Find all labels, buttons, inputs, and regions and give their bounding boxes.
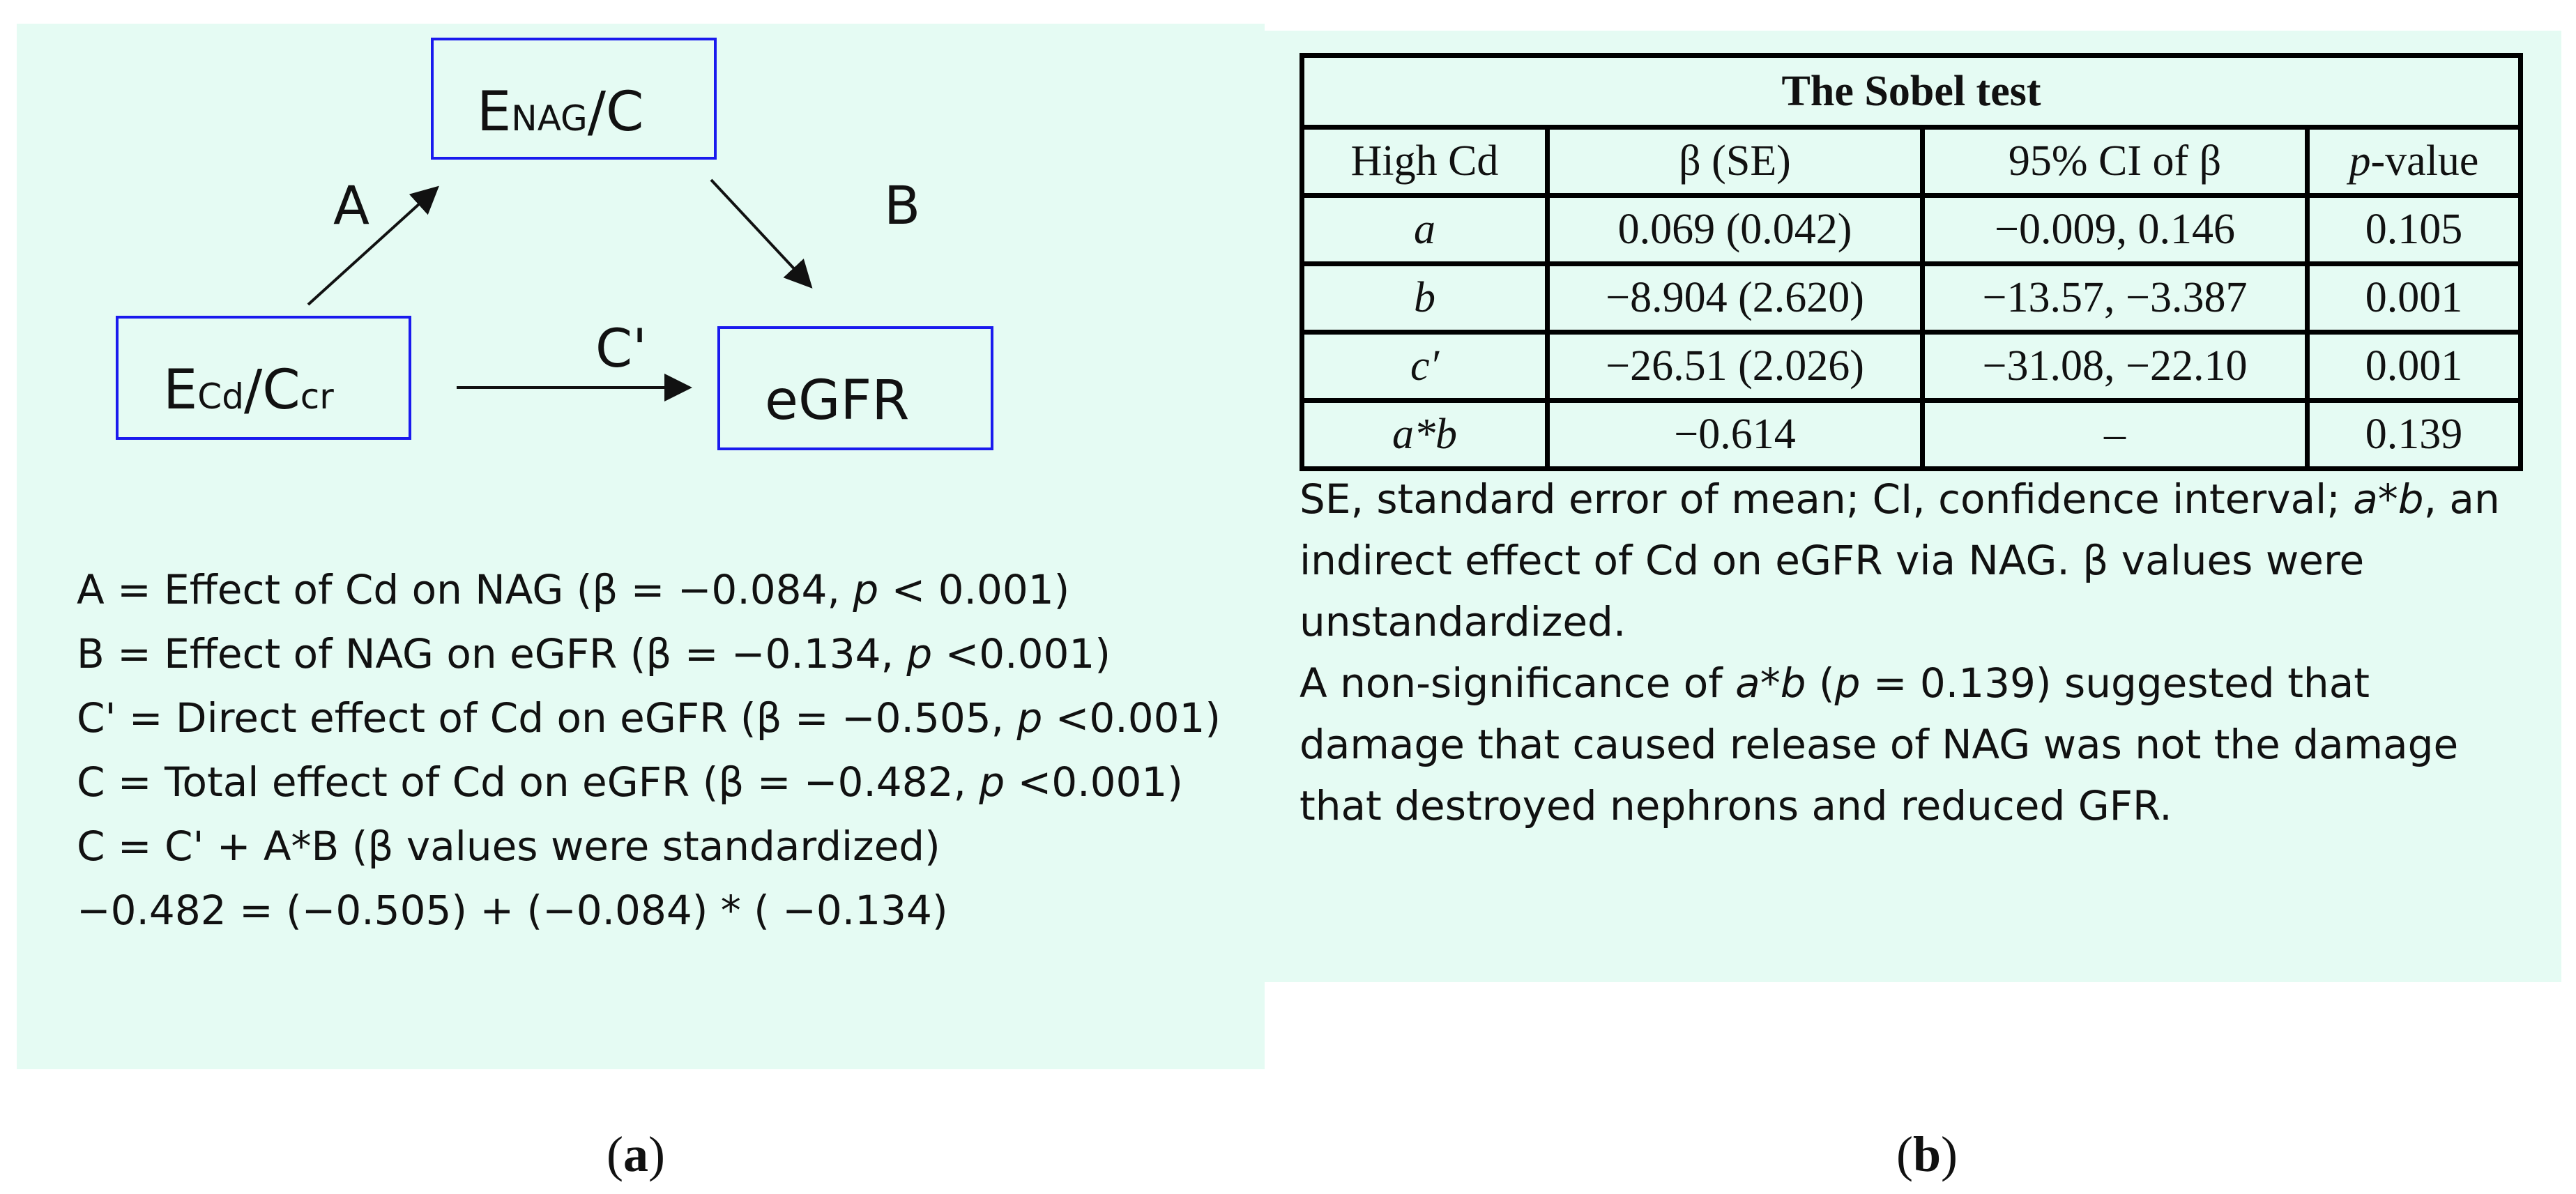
header-p-value: p-value [2305, 125, 2523, 198]
table-header-row: High Cd β (SE) 95% CI of β p-value [1300, 125, 2523, 198]
node-egfr: eGFR [717, 326, 993, 450]
row-label: c′ [1300, 330, 1550, 403]
cell-ci: −0.009, 0.146 [1920, 193, 2310, 266]
edge-label-b: B [884, 174, 921, 236]
edge-label-a: A [333, 174, 369, 236]
note-line: C' = Direct effect of Cd on eGFR (β = −0… [77, 694, 1221, 742]
cell-beta: −0.614 [1545, 398, 1925, 471]
cell-ci: −13.57, −3.387 [1920, 261, 2310, 335]
table-row: c′ −26.51 (2.026) −31.08, −22.10 0.001 [1300, 330, 2523, 403]
header-ci: 95% CI of β [1920, 125, 2310, 198]
panel-b-notes: SE, standard error of mean; CI, confiden… [1300, 468, 2547, 836]
cell-p: 0.105 [2305, 193, 2523, 266]
note-line: A = Effect of Cd on NAG (β = −0.084, p <… [77, 566, 1070, 613]
cell-p: 0.001 [2305, 261, 2523, 335]
cell-p: 0.001 [2305, 330, 2523, 403]
table-row: a*b −0.614 – 0.139 [1300, 398, 2523, 471]
arrow-b [710, 178, 813, 289]
panel-a-notes: A = Effect of Cd on NAG (β = −0.084, p <… [77, 558, 1221, 942]
caption-a: (a) [607, 1126, 665, 1182]
cell-p: 0.139 [2305, 398, 2523, 471]
header-high-cd: High Cd [1300, 125, 1550, 198]
row-label: b [1300, 261, 1550, 335]
header-beta-se: β (SE) [1545, 125, 1925, 198]
cell-ci: – [1920, 398, 2310, 471]
table-title: The Sobel test [1300, 53, 2523, 130]
caption-b: (b) [1896, 1126, 1958, 1182]
edge-label-c-prime: C' [595, 317, 647, 379]
table-footnote: SE, standard error of mean; CI, confiden… [1300, 475, 2500, 645]
diagram-arrows [307, 178, 813, 401]
node-ecd-ccr: ECd/Ccr [116, 316, 411, 440]
panel-a-background [17, 24, 1265, 1069]
note-line: C = C' + A*B (β values were standardized… [77, 822, 940, 870]
table-row: a 0.069 (0.042) −0.009, 0.146 0.105 [1300, 193, 2523, 266]
arrow-a [307, 185, 439, 306]
note-line: −0.482 = (−0.505) + (−0.084) * ( −0.134) [77, 887, 948, 934]
row-label: a*b [1300, 398, 1550, 471]
table-row: b −8.904 (2.620) −13.57, −3.387 0.001 [1300, 261, 2523, 335]
row-label: a [1300, 193, 1550, 266]
cell-beta: 0.069 (0.042) [1545, 193, 1925, 266]
sobel-table: The Sobel test High Cd β (SE) 95% CI of … [1300, 53, 2523, 471]
note-line: C = Total effect of Cd on eGFR (β = −0.4… [77, 758, 1183, 806]
note-line: B = Effect of NAG on eGFR (β = −0.134, p… [77, 630, 1111, 678]
cell-beta: −8.904 (2.620) [1545, 261, 1925, 335]
cell-beta: −26.51 (2.026) [1545, 330, 1925, 403]
node-enag-c: ENAG/C [431, 38, 717, 160]
interpretation-note: A non-significance of a*b (p = 0.139) su… [1300, 659, 2459, 829]
cell-ci: −31.08, −22.10 [1920, 330, 2310, 403]
